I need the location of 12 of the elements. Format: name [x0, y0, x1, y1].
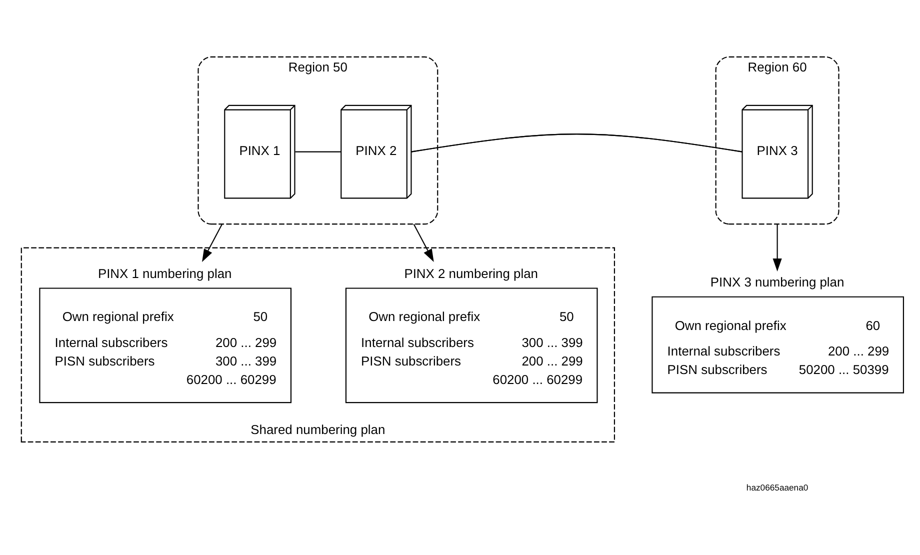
- connector: [411, 133, 742, 152]
- label: haz0665aaena0: [746, 482, 808, 492]
- arrow: [202, 223, 223, 262]
- node-box: Own regional prefix 60 Internal subscribers 200 ... 299 PISN subscribers 50200 ... 50399: [652, 296, 904, 393]
- node-box: Own regional prefix 50 Internal subscribers 300 ... 399 PISN subscribers 200 ... 299 60200 ... 60299: [345, 287, 598, 403]
- node-box: Own regional prefix 50 Internal subscribers 200 ... 299 PISN subscribers 300 ... 399 60200 ... 60299: [39, 287, 292, 403]
- node-label: PINX 2 numbering plan: [404, 266, 538, 281]
- arrow: [413, 223, 434, 262]
- arrow: [772, 224, 782, 271]
- node-label: PINX 3 numbering plan: [710, 274, 844, 290]
- connector: [295, 150, 342, 152]
- node-label: PINX 1 numbering plan: [98, 266, 232, 281]
